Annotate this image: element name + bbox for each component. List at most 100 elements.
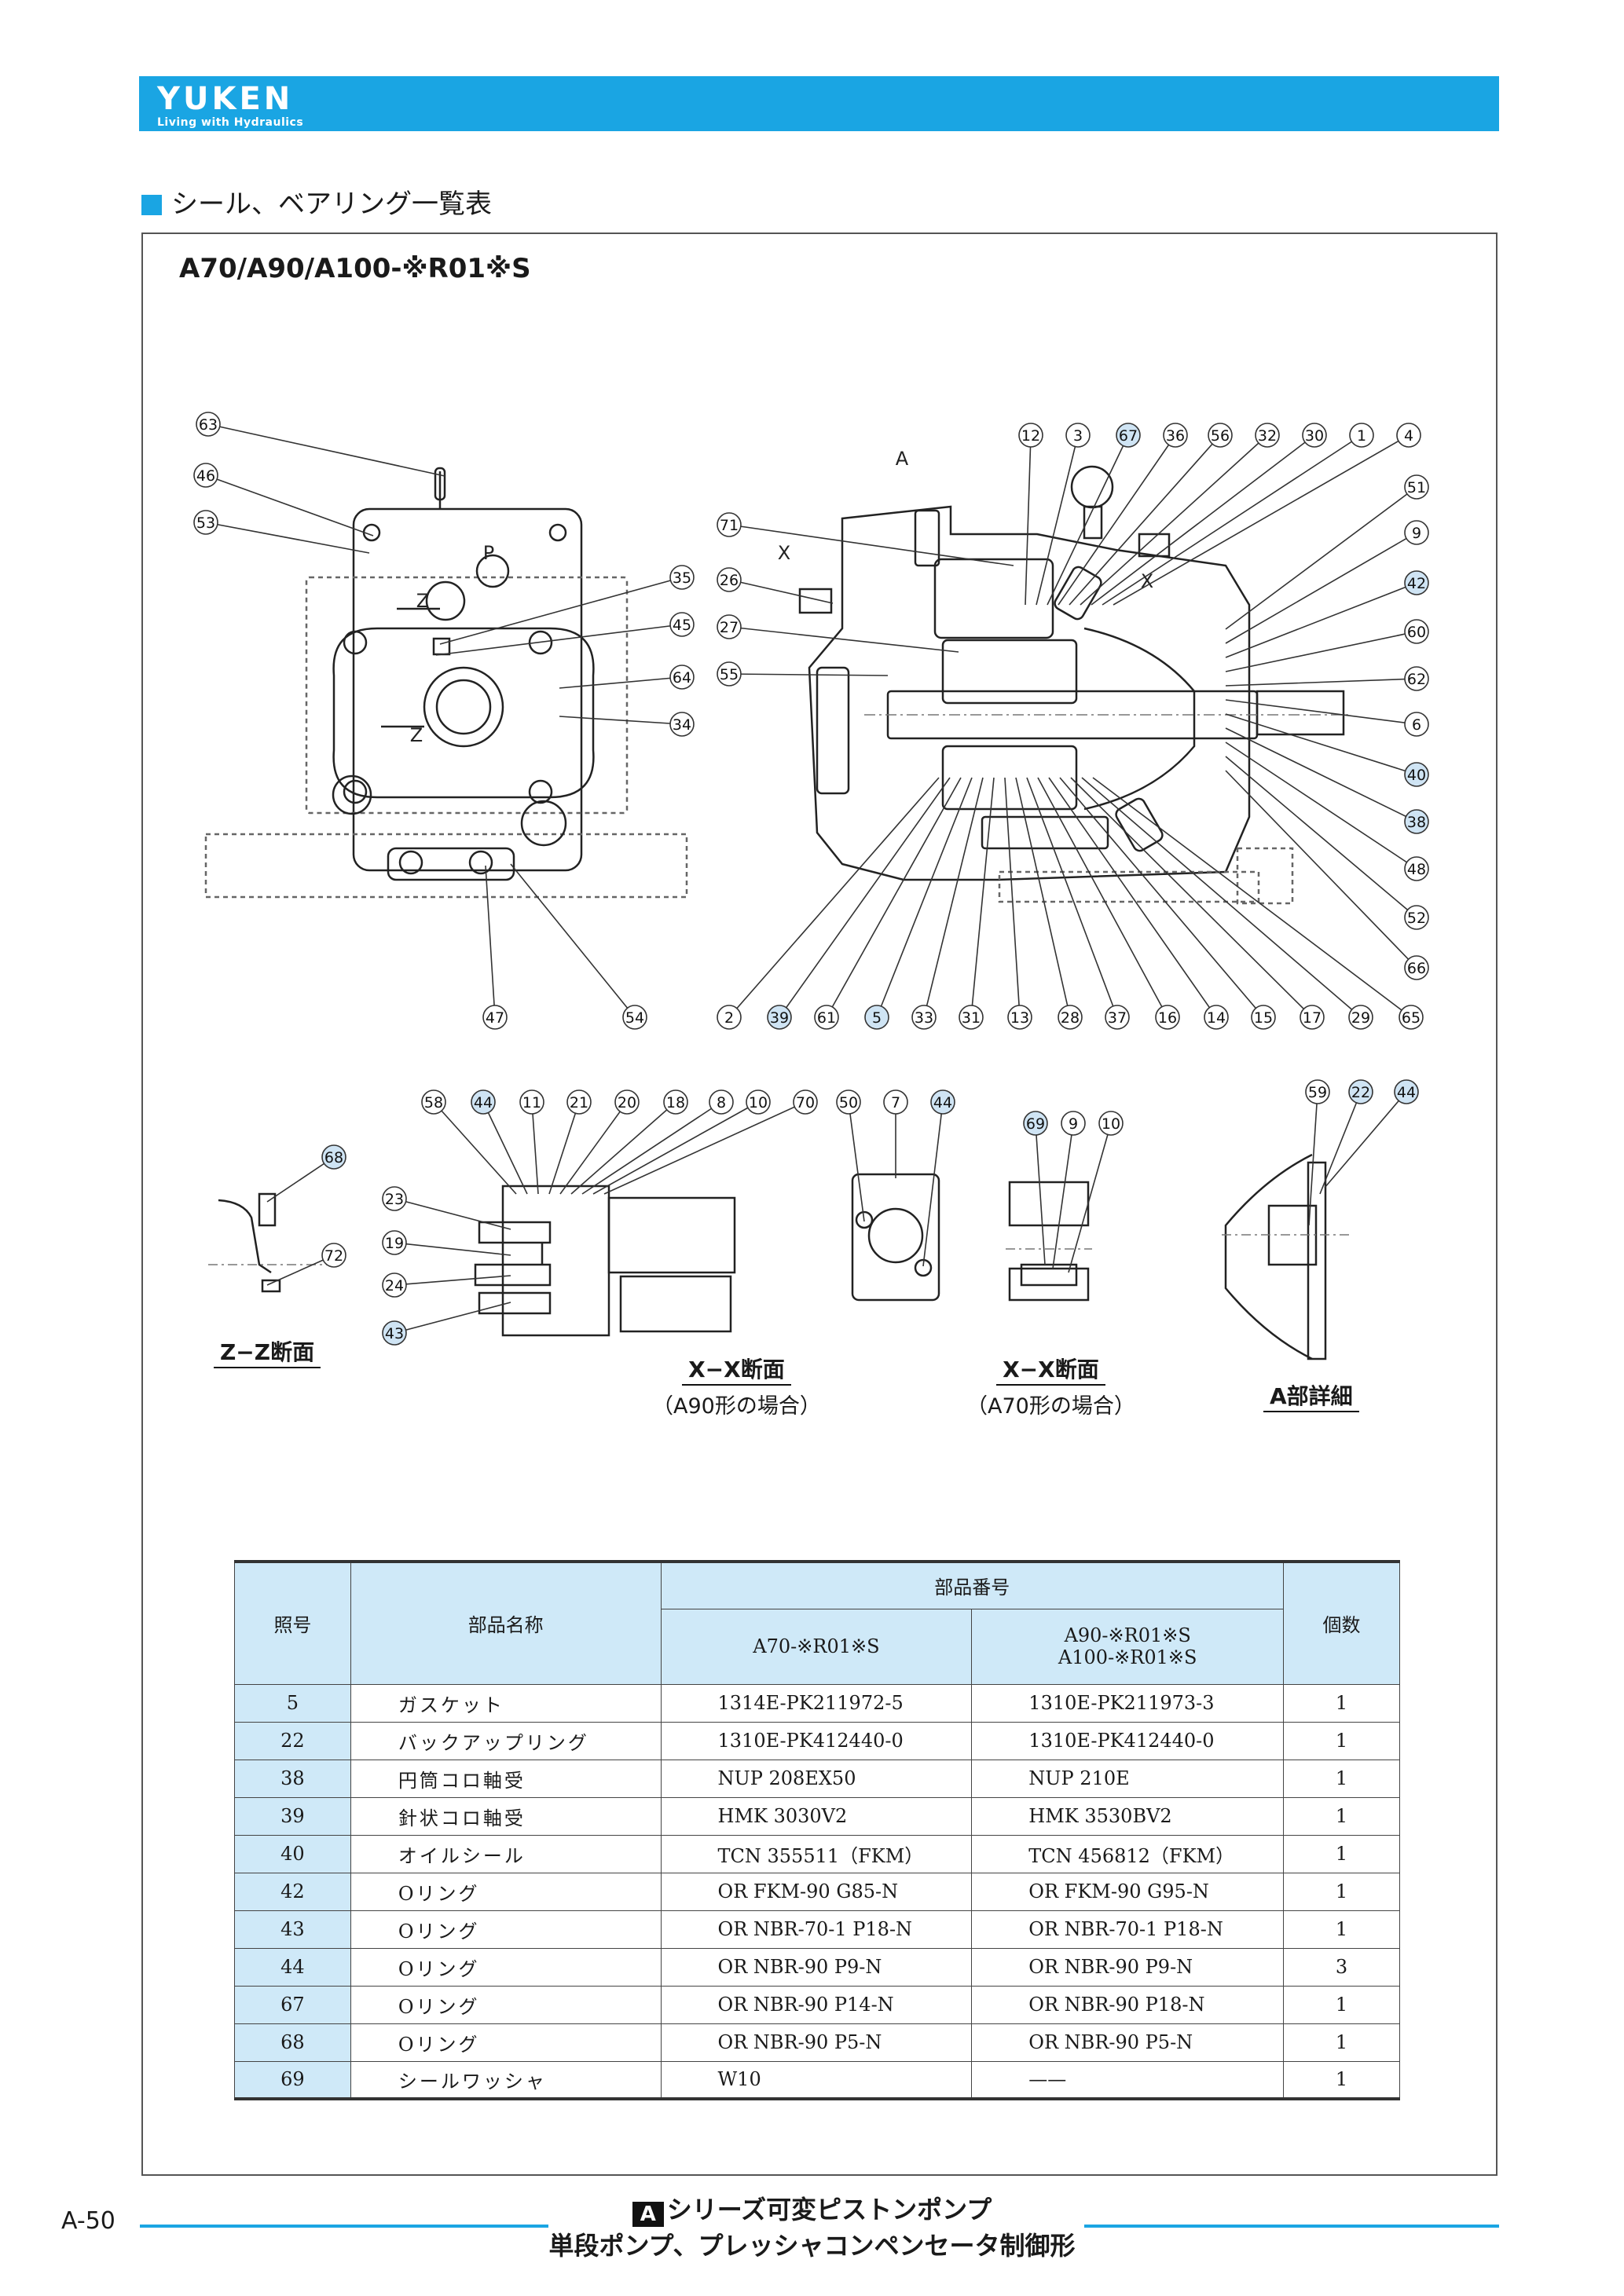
balloon-circle bbox=[1404, 619, 1429, 644]
cell-qty: 1 bbox=[1283, 1872, 1400, 1911]
leader-line bbox=[592, 1101, 759, 1195]
cell-name: 円筒コロ軸受 bbox=[350, 1759, 662, 1798]
balloon-circle bbox=[471, 1089, 496, 1115]
leader-line bbox=[581, 1101, 722, 1195]
leader-line bbox=[1225, 727, 1417, 822]
balloon-label: 7 bbox=[891, 1094, 900, 1111]
cell-qty: 1 bbox=[1283, 2060, 1400, 2100]
cell-no: 69 bbox=[234, 2060, 351, 2100]
cell-a70: HMK 3030V2 bbox=[660, 1796, 973, 1836]
leader-line bbox=[1225, 582, 1417, 658]
balloon-label: 5 bbox=[872, 1009, 882, 1027]
footer-line-right bbox=[1084, 2225, 1499, 2228]
section-square-icon bbox=[141, 195, 162, 215]
balloon-label: 69 bbox=[1026, 1115, 1045, 1133]
cell-name: Oリング bbox=[350, 2023, 662, 2062]
balloon-circle bbox=[911, 1005, 937, 1030]
balloon-circle bbox=[1116, 423, 1141, 448]
content-frame bbox=[141, 233, 1498, 2176]
balloon-label: 20 bbox=[618, 1094, 636, 1111]
balloon-circle bbox=[1404, 762, 1429, 787]
leader-line bbox=[1225, 532, 1417, 644]
leader-line bbox=[1225, 713, 1417, 775]
cell-a90: OR NBR-90 P5-N bbox=[971, 2023, 1285, 2062]
callout-balloon: 64 bbox=[669, 665, 695, 690]
header-bar bbox=[139, 76, 1499, 131]
callout-balloon: 36 bbox=[1163, 423, 1188, 448]
cell-qty: 1 bbox=[1283, 1910, 1400, 1949]
balloon-circle bbox=[1255, 423, 1280, 448]
leader-line bbox=[970, 777, 995, 1018]
balloon-label: 51 bbox=[1407, 479, 1426, 496]
caption-xx-a90: X−X断面 （A90形の場合） bbox=[652, 1353, 821, 1419]
balloon-circle bbox=[669, 712, 695, 737]
cell-a70: OR NBR-90 P5-N bbox=[660, 2023, 973, 2062]
cell-no: 40 bbox=[234, 1834, 351, 1873]
callout-balloon: 40 bbox=[1404, 762, 1429, 787]
balloon-label: 65 bbox=[1402, 1009, 1421, 1027]
balloon-label: 31 bbox=[962, 1009, 981, 1027]
balloon-label: 53 bbox=[196, 514, 215, 532]
callout-balloon: 39 bbox=[767, 1005, 792, 1030]
balloon-label: 12 bbox=[1021, 427, 1040, 445]
cell-qty: 1 bbox=[1283, 1796, 1400, 1836]
callout-balloon: 37 bbox=[1105, 1005, 1130, 1030]
balloon-circle bbox=[1394, 1079, 1419, 1104]
balloon-circle bbox=[717, 567, 742, 592]
cell-qty: 1 bbox=[1283, 1834, 1400, 1873]
leader-line bbox=[1080, 434, 1268, 606]
callout-balloon: 27 bbox=[717, 614, 742, 639]
callout-balloon: 31 bbox=[959, 1005, 984, 1030]
balloon-circle bbox=[717, 661, 742, 687]
col-header-qty: 個数 bbox=[1283, 1561, 1400, 1685]
balloon-circle bbox=[1404, 474, 1429, 500]
balloon-circle bbox=[1163, 423, 1188, 448]
balloon-circle bbox=[717, 512, 742, 537]
balloon-label: 24 bbox=[385, 1277, 404, 1294]
balloon-circle bbox=[1404, 856, 1429, 881]
callout-balloon: 42 bbox=[1404, 570, 1429, 595]
balloon-label: 56 bbox=[1211, 427, 1230, 445]
balloon-circle bbox=[1061, 1111, 1086, 1136]
leader-line bbox=[728, 524, 1014, 566]
cell-no: 44 bbox=[234, 1947, 351, 1987]
balloon-circle bbox=[930, 1089, 955, 1115]
balloon-label: 72 bbox=[324, 1247, 343, 1265]
callout-balloon: 46 bbox=[193, 463, 218, 488]
leader-line bbox=[1324, 1091, 1407, 1188]
caption-zz-text: Z−Z断面 bbox=[214, 1339, 321, 1368]
cell-qty: 1 bbox=[1283, 1759, 1400, 1798]
callout-balloon: 47 bbox=[482, 1005, 508, 1030]
balloon-label: 67 bbox=[1119, 427, 1138, 445]
balloon-circle bbox=[1018, 423, 1043, 448]
callout-balloon: 1 bbox=[1349, 423, 1374, 448]
leader-line bbox=[1092, 777, 1412, 1018]
cell-qty: 1 bbox=[1283, 2023, 1400, 2062]
callout-balloon: 28 bbox=[1058, 1005, 1083, 1030]
balloon-label: 71 bbox=[720, 517, 739, 534]
leader-line bbox=[1047, 434, 1129, 606]
cell-qty: 1 bbox=[1283, 1985, 1400, 2024]
balloon-circle bbox=[836, 1089, 861, 1115]
leader-line bbox=[1225, 770, 1417, 969]
balloon-circle bbox=[864, 1005, 889, 1030]
leader-line bbox=[1225, 486, 1417, 630]
balloon-circle bbox=[1155, 1005, 1180, 1030]
col-header-a90: A90-※R01※S A100-※R01※S bbox=[971, 1608, 1285, 1685]
cell-qty: 1 bbox=[1283, 1721, 1400, 1760]
footer-title-text2: 単段ポンプ、プレッシャコンペンセータ制御形 bbox=[548, 2231, 1076, 2261]
leader-line bbox=[1036, 434, 1079, 606]
balloon-circle bbox=[196, 412, 221, 437]
balloon-circle bbox=[669, 665, 695, 690]
balloon-label: 10 bbox=[749, 1094, 768, 1111]
balloon-circle bbox=[382, 1320, 407, 1346]
leader-line bbox=[394, 1198, 511, 1230]
cell-no: 5 bbox=[234, 1683, 351, 1723]
leader-line bbox=[559, 1101, 628, 1195]
cell-qty: 3 bbox=[1283, 1947, 1400, 1987]
cell-a90: NUP 210E bbox=[971, 1759, 1285, 1798]
leader-line bbox=[1069, 434, 1221, 606]
balloon-label: 32 bbox=[1258, 427, 1277, 445]
